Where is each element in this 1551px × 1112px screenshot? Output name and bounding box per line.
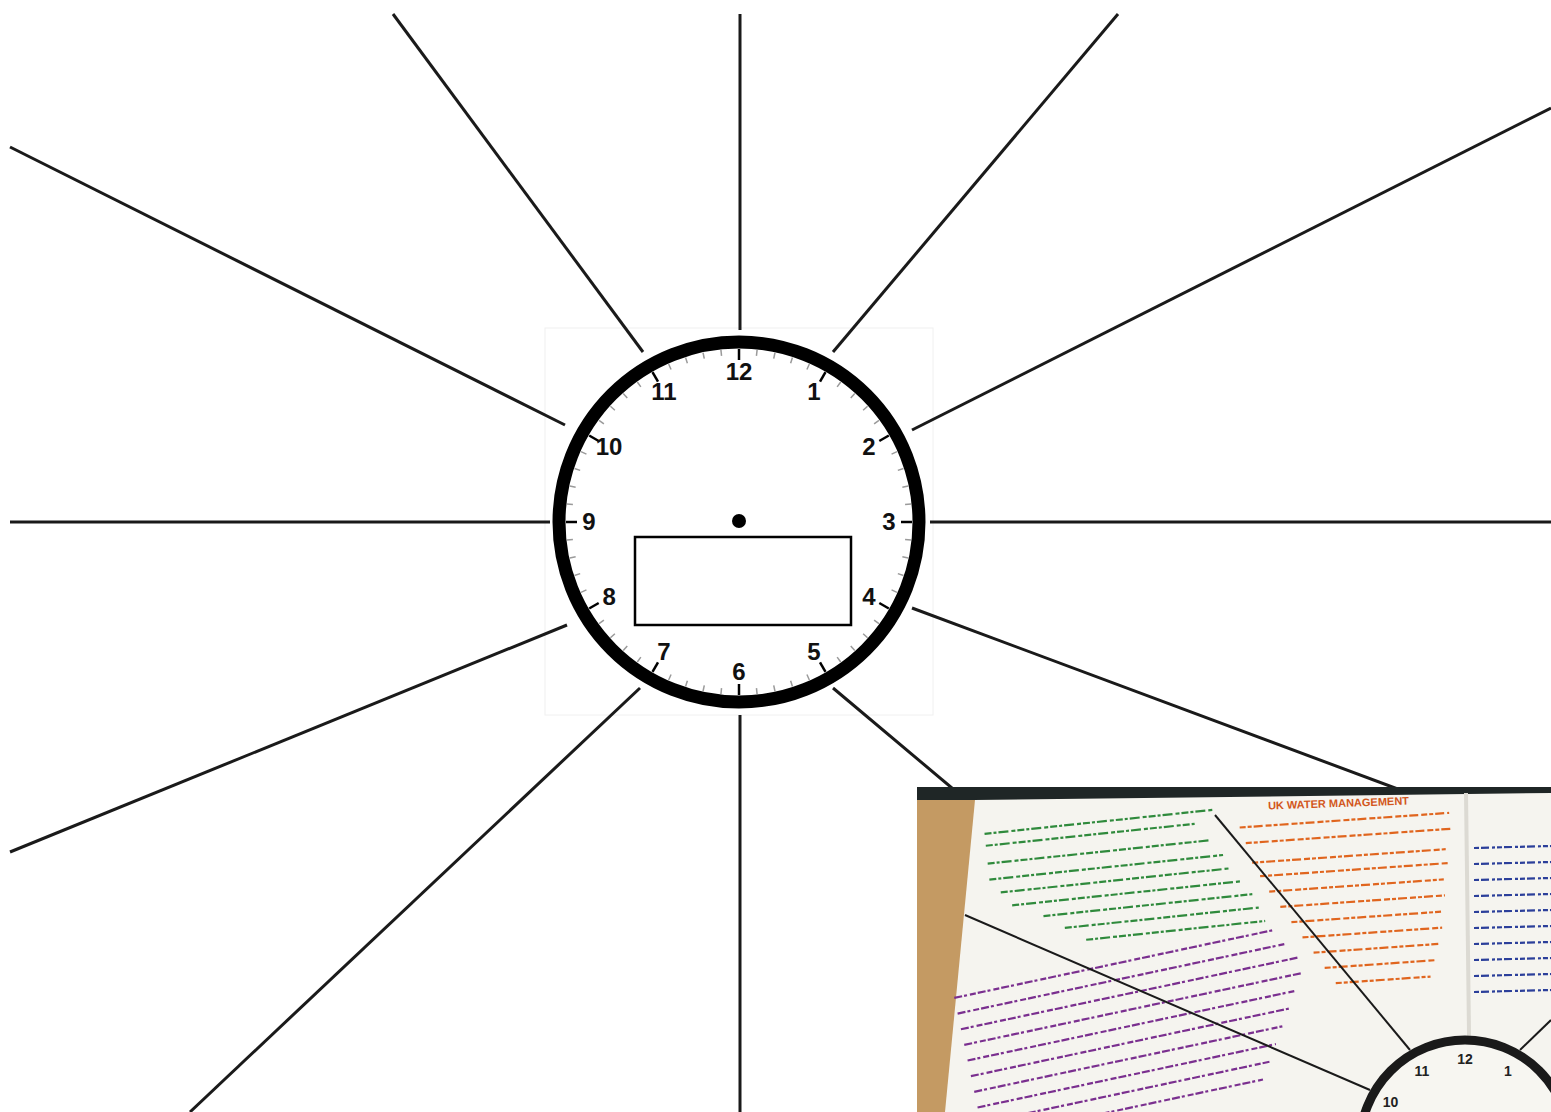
minute-tick: [901, 521, 912, 524]
clock-number: 12: [726, 360, 753, 384]
minute-tick: [774, 353, 775, 359]
radial-line: [739, 715, 742, 1112]
clock-number: 6: [732, 660, 745, 684]
orange-handwriting: [1240, 813, 1461, 989]
minute-tick: [570, 486, 576, 487]
minute-tick: [807, 675, 809, 680]
clock-number: 5: [807, 640, 820, 664]
clock-number: 1: [807, 380, 820, 404]
minute-tick: [863, 406, 867, 410]
minute-tick: [669, 364, 671, 369]
radial-lines: [10, 14, 1551, 1112]
minute-tick: [879, 603, 889, 609]
minute-tick: [703, 685, 704, 691]
clock-number: 7: [657, 640, 670, 664]
minute-tick: [567, 539, 573, 541]
minute-tick: [589, 603, 599, 609]
clock-number: 8: [602, 585, 615, 609]
minute-tick: [720, 350, 722, 356]
purple-handwriting: [954, 926, 1321, 1112]
minute-tick: [892, 590, 897, 592]
minute-tick: [902, 486, 908, 487]
photo-clock-ring: [1360, 1040, 1551, 1112]
minute-tick: [653, 662, 659, 672]
clock-number: 10: [596, 435, 623, 459]
radial-line: [10, 521, 550, 524]
minute-tick: [610, 406, 614, 410]
radial-line: [10, 147, 565, 425]
faint-frame: [545, 328, 933, 715]
clock-number: 9: [582, 510, 595, 534]
radial-line: [739, 14, 742, 330]
minute-tick: [669, 675, 671, 680]
radial-line: [930, 521, 1551, 524]
minute-tick: [756, 350, 758, 356]
clock-number: 2: [862, 435, 875, 459]
radial-line: [393, 14, 643, 352]
radial-line: [912, 108, 1551, 430]
minute-tick: [892, 452, 897, 454]
green-handwriting: [985, 806, 1266, 950]
minute-tick: [738, 349, 741, 360]
minute-tick: [570, 557, 576, 558]
minute-tick: [807, 364, 809, 369]
minute-tick: [703, 353, 704, 359]
minute-tick: [686, 681, 688, 687]
minute-tick: [720, 688, 722, 694]
minute-tick: [623, 393, 627, 397]
minute-tick: [851, 393, 855, 397]
empty-time-box: [635, 537, 851, 625]
example-photo: [917, 787, 1551, 1112]
minute-tick: [837, 382, 841, 387]
minute-tick: [905, 539, 911, 541]
radial-line: [10, 625, 567, 852]
minute-tick: [898, 469, 904, 471]
clock-ticks: [566, 349, 912, 695]
minute-tick: [902, 557, 908, 558]
photo-clock-number: 10: [1383, 1095, 1399, 1109]
minute-tick: [874, 620, 879, 624]
minute-tick: [863, 634, 867, 638]
minute-tick: [820, 372, 826, 382]
minute-tick: [791, 681, 793, 687]
minute-tick: [637, 382, 641, 387]
minute-tick: [686, 357, 688, 363]
minute-tick: [567, 503, 573, 505]
minute-tick: [851, 646, 855, 650]
paper-sheet: [945, 793, 1551, 1112]
photo-clock-number: 12: [1457, 1052, 1473, 1066]
minute-tick: [623, 646, 627, 650]
radial-line: [833, 14, 1118, 352]
minute-tick: [756, 688, 758, 694]
minute-tick: [791, 357, 793, 363]
minute-tick: [820, 662, 826, 672]
minute-tick: [738, 684, 741, 695]
photo-clock-number: 11: [1415, 1064, 1430, 1078]
minute-tick: [874, 420, 879, 424]
minute-tick: [581, 452, 586, 454]
minute-tick: [774, 685, 775, 691]
clock-centre-dot: [732, 514, 746, 528]
minute-tick: [574, 469, 580, 471]
minute-tick: [599, 420, 604, 424]
minute-tick: [637, 657, 641, 662]
clock-number: 3: [882, 510, 895, 534]
minute-tick: [566, 521, 577, 524]
clock-number: 11: [651, 380, 676, 404]
photo-clock-number: 1: [1504, 1064, 1512, 1078]
minute-tick: [898, 574, 904, 576]
minute-tick: [837, 657, 841, 662]
clock-ring: [559, 342, 919, 702]
minute-tick: [599, 620, 604, 624]
radial-line: [912, 608, 1430, 801]
clock-number: 4: [862, 585, 875, 609]
minute-tick: [610, 634, 614, 638]
blue-handwriting: [1474, 846, 1551, 992]
minute-tick: [581, 590, 586, 592]
minute-tick: [574, 574, 580, 576]
minute-tick: [879, 436, 889, 442]
minute-tick: [905, 503, 911, 505]
